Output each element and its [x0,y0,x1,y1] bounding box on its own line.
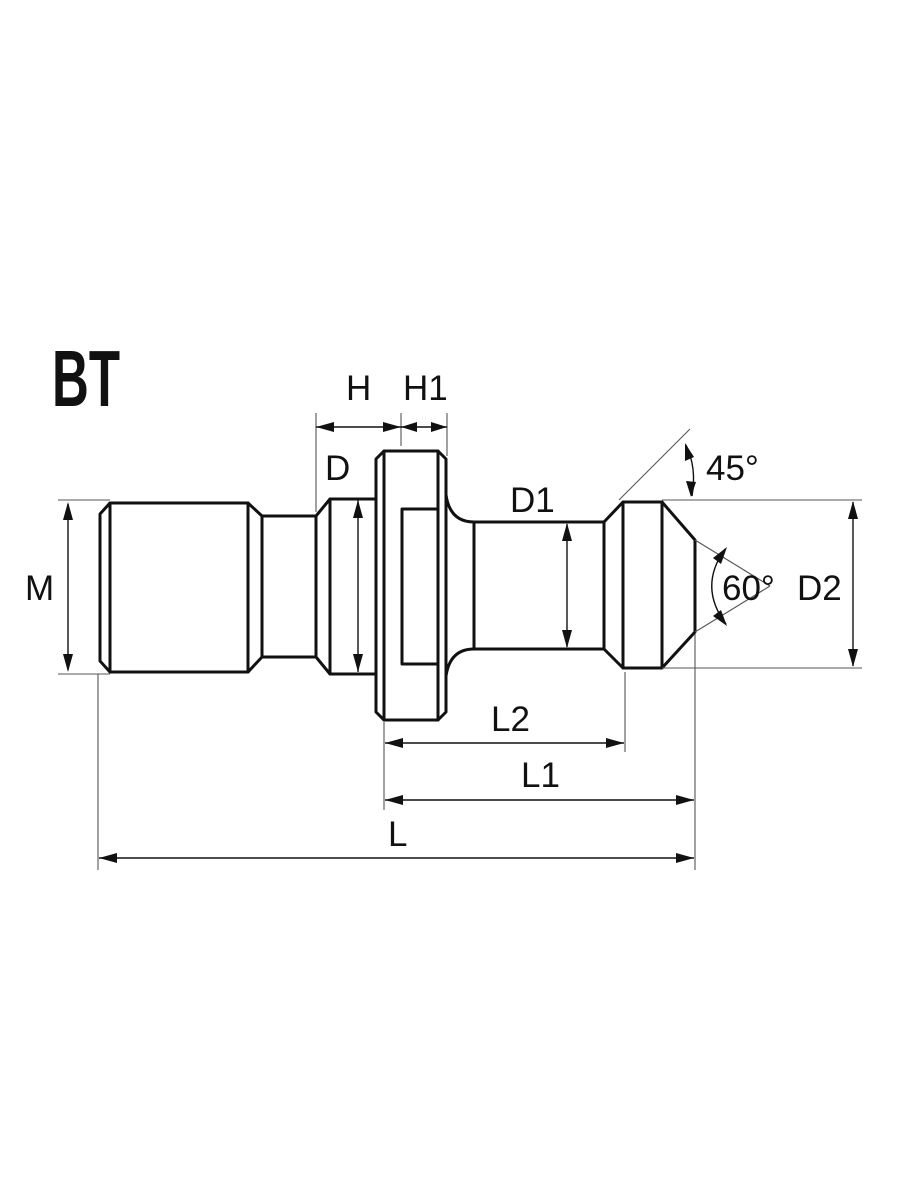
flange-slot [400,507,440,666]
label-l1: L1 [521,756,560,795]
part-outline [98,449,697,722]
label-l2: L2 [491,700,530,739]
label-l: L [388,815,407,854]
label-h1: H1 [403,369,448,408]
label-angle-45: 45° [706,449,759,488]
label-d2: D2 [797,569,842,608]
label-d1: D1 [510,481,555,520]
label-h: H [346,369,371,408]
collar-d [314,497,377,676]
head-d2 [602,500,697,670]
drawing-title: BT [52,334,120,423]
threaded-shank [98,501,264,674]
body-d1 [444,493,606,678]
label-m: M [25,569,54,608]
label-angle-60: 60° [722,569,775,608]
shank-neck [260,514,318,659]
dimension-labels: H H1 D D1 M 45° 60° D2 L2 L1 L [25,369,842,854]
dimension-lines [63,422,858,863]
flange [374,449,448,722]
label-d: D [325,449,350,488]
extension-lines [58,413,862,870]
